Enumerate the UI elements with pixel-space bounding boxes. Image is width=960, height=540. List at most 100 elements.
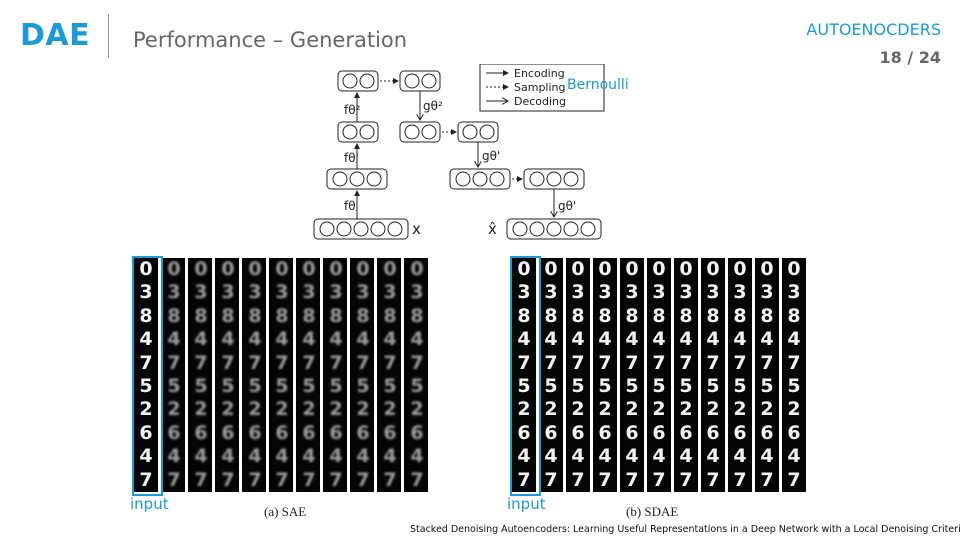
digit-sample: 8: [571, 304, 585, 327]
digit-sample: 7: [139, 351, 153, 374]
digit-sample: 6: [760, 421, 774, 444]
digit-sample: 4: [598, 445, 612, 468]
digit-sample: 4: [679, 445, 693, 468]
digit-sample: 0: [167, 258, 180, 280]
digit-sample: 2: [598, 398, 612, 421]
digit-sample: 6: [733, 421, 747, 444]
digit-sample: 7: [706, 468, 720, 491]
digit-sample: 2: [544, 398, 558, 421]
digit-sample: 0: [410, 258, 423, 280]
digit-sample: 7: [383, 351, 396, 374]
digit-sample: 5: [139, 375, 153, 397]
digit-sample: 7: [733, 468, 747, 491]
output-symbol: x̂: [488, 220, 497, 238]
digit-sample: 6: [787, 421, 801, 444]
digit-sample: 3: [706, 281, 720, 304]
digit-sample: 2: [571, 398, 585, 421]
digit-sample: 7: [167, 351, 180, 374]
digit-sample: 5: [194, 375, 207, 397]
digit-sample: 6: [302, 421, 315, 444]
digit-sample: 0: [194, 258, 207, 280]
digit-sample: 4: [167, 445, 180, 468]
digit-sample: 6: [517, 421, 531, 444]
digit-sample: 7: [410, 468, 423, 491]
digit-sample: 6: [598, 421, 612, 444]
digit-sample: 5: [275, 375, 288, 397]
digit-sample: 7: [302, 351, 315, 374]
digit-sample: 2: [356, 398, 369, 421]
digit-sample: 8: [383, 304, 396, 327]
digit-sample: 4: [517, 445, 531, 468]
digit-sample: 8: [598, 304, 612, 327]
digit-sample: 8: [302, 304, 315, 327]
digit-sample: 2: [275, 398, 288, 421]
digit-sample: 7: [248, 351, 261, 374]
digit-sample: 8: [410, 304, 423, 327]
digit-sample: 6: [410, 421, 423, 444]
digit-sample: 7: [760, 351, 774, 374]
digit-sample: 4: [410, 445, 423, 468]
digit-sample: 4: [248, 445, 261, 468]
digit-sample: 6: [544, 421, 558, 444]
digit-sample: 4: [625, 445, 639, 468]
digit-sample: 4: [139, 328, 153, 351]
digit-sample: 0: [706, 258, 720, 280]
digit-sample: 5: [221, 375, 234, 397]
decoder-label-3: gθ²: [423, 99, 443, 113]
digit-sample: 7: [329, 351, 342, 374]
digit-sample: 2: [194, 398, 207, 421]
digit-sample: 2: [383, 398, 396, 421]
digit-sample: 7: [248, 468, 261, 491]
digit-sample: 7: [706, 351, 720, 374]
digit-sample: 0: [760, 258, 774, 280]
digit-sample: 2: [787, 398, 801, 421]
digit-sample: 4: [194, 328, 207, 351]
digit-sample: 0: [787, 258, 801, 280]
digit-sample: 4: [302, 445, 315, 468]
digit-sample: 7: [410, 351, 423, 374]
digit-sample: 4: [706, 445, 720, 468]
digit-sample: 4: [383, 445, 396, 468]
digit-sample: 2: [652, 398, 666, 421]
digit-sample: 4: [760, 445, 774, 468]
digit-sample: 2: [410, 398, 423, 421]
legend-sampling: Sampling: [514, 81, 566, 94]
digit-sample: 5: [760, 375, 774, 397]
digit-sample: 0: [329, 258, 342, 280]
digit-sample: 3: [302, 281, 315, 304]
digit-sample: 7: [679, 351, 693, 374]
digit-sample: 0: [139, 258, 153, 280]
encoder-label-2: fθ': [344, 151, 359, 165]
digit-sample: 0: [571, 258, 585, 280]
sdae-input-highlight: [510, 256, 541, 496]
digit-sample: 3: [517, 281, 531, 304]
digit-sample: 4: [544, 328, 558, 351]
digit-sample: 7: [194, 468, 207, 491]
digit-sample: 7: [598, 468, 612, 491]
digit-sample: 3: [221, 281, 234, 304]
digit-sample: 5: [652, 375, 666, 397]
digit-sample: 7: [356, 468, 369, 491]
digit-sample: 0: [302, 258, 315, 280]
digit-sample: 7: [652, 351, 666, 374]
sae-caption: (a) SAE: [264, 504, 307, 519]
digit-sample: 4: [652, 445, 666, 468]
digit-sample: 6: [221, 421, 234, 444]
digit-sample: 3: [598, 281, 612, 304]
digit-sample: 4: [356, 445, 369, 468]
digit-sample: 6: [248, 421, 261, 444]
digit-sample: 8: [652, 304, 666, 327]
digit-sample: 4: [733, 445, 747, 468]
digit-sample: 4: [571, 328, 585, 351]
digit-sample: 4: [383, 328, 396, 351]
digit-sample: 2: [706, 398, 720, 421]
